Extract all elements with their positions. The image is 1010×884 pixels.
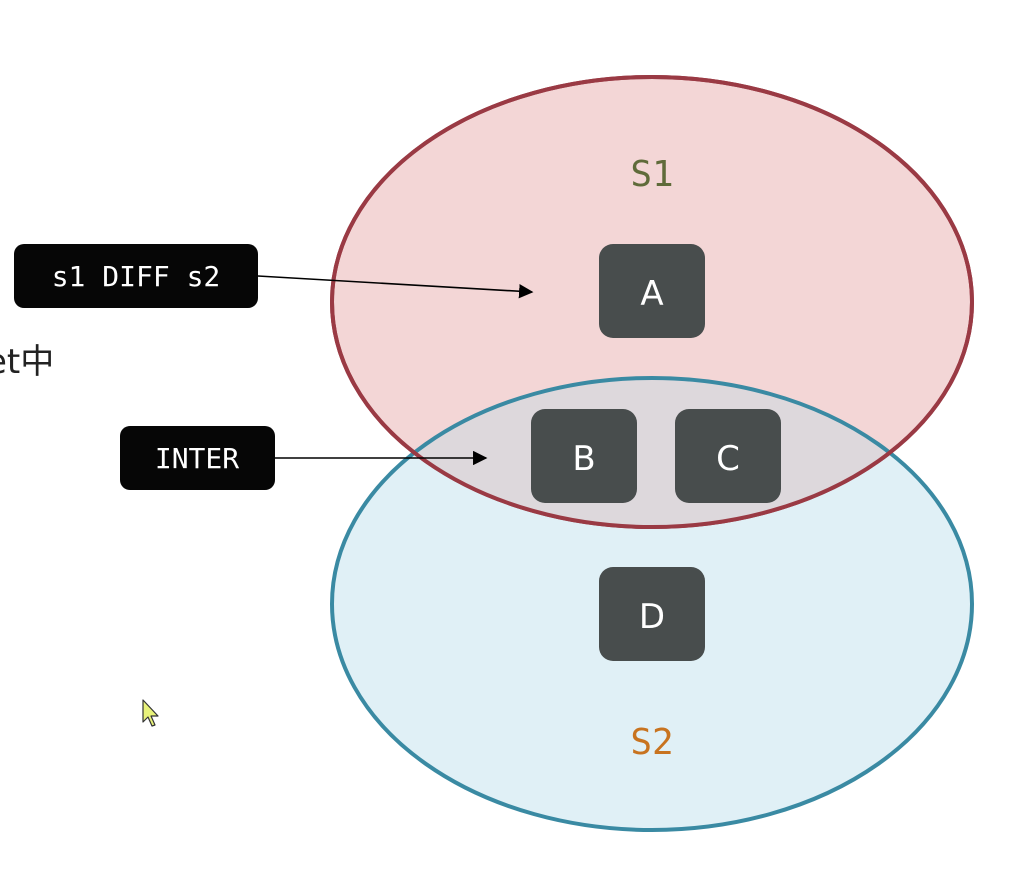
intersection-region	[332, 378, 972, 527]
inter-command-label: INTER	[155, 442, 239, 475]
partial-side-text: et中	[0, 342, 55, 382]
element-c: C	[675, 409, 781, 503]
element-b: B	[531, 409, 637, 503]
element-a-label: A	[640, 274, 663, 314]
set-s2-outline	[332, 376, 972, 527]
diff-command-tag: s1 DIFF s2	[14, 244, 258, 308]
element-c-label: C	[716, 439, 740, 479]
mouse-cursor-icon	[142, 699, 159, 727]
element-d: D	[599, 567, 705, 661]
element-d-label: D	[639, 597, 665, 637]
set-s2-label: S2	[630, 722, 673, 763]
set-s1-label: S1	[630, 154, 673, 195]
diff-arrow	[257, 275, 534, 299]
element-b-label: B	[572, 439, 595, 479]
set-s1-outline	[330, 75, 974, 529]
element-a: A	[599, 244, 705, 338]
diff-command-label: s1 DIFF s2	[52, 260, 221, 293]
inter-command-tag: INTER	[120, 426, 275, 490]
